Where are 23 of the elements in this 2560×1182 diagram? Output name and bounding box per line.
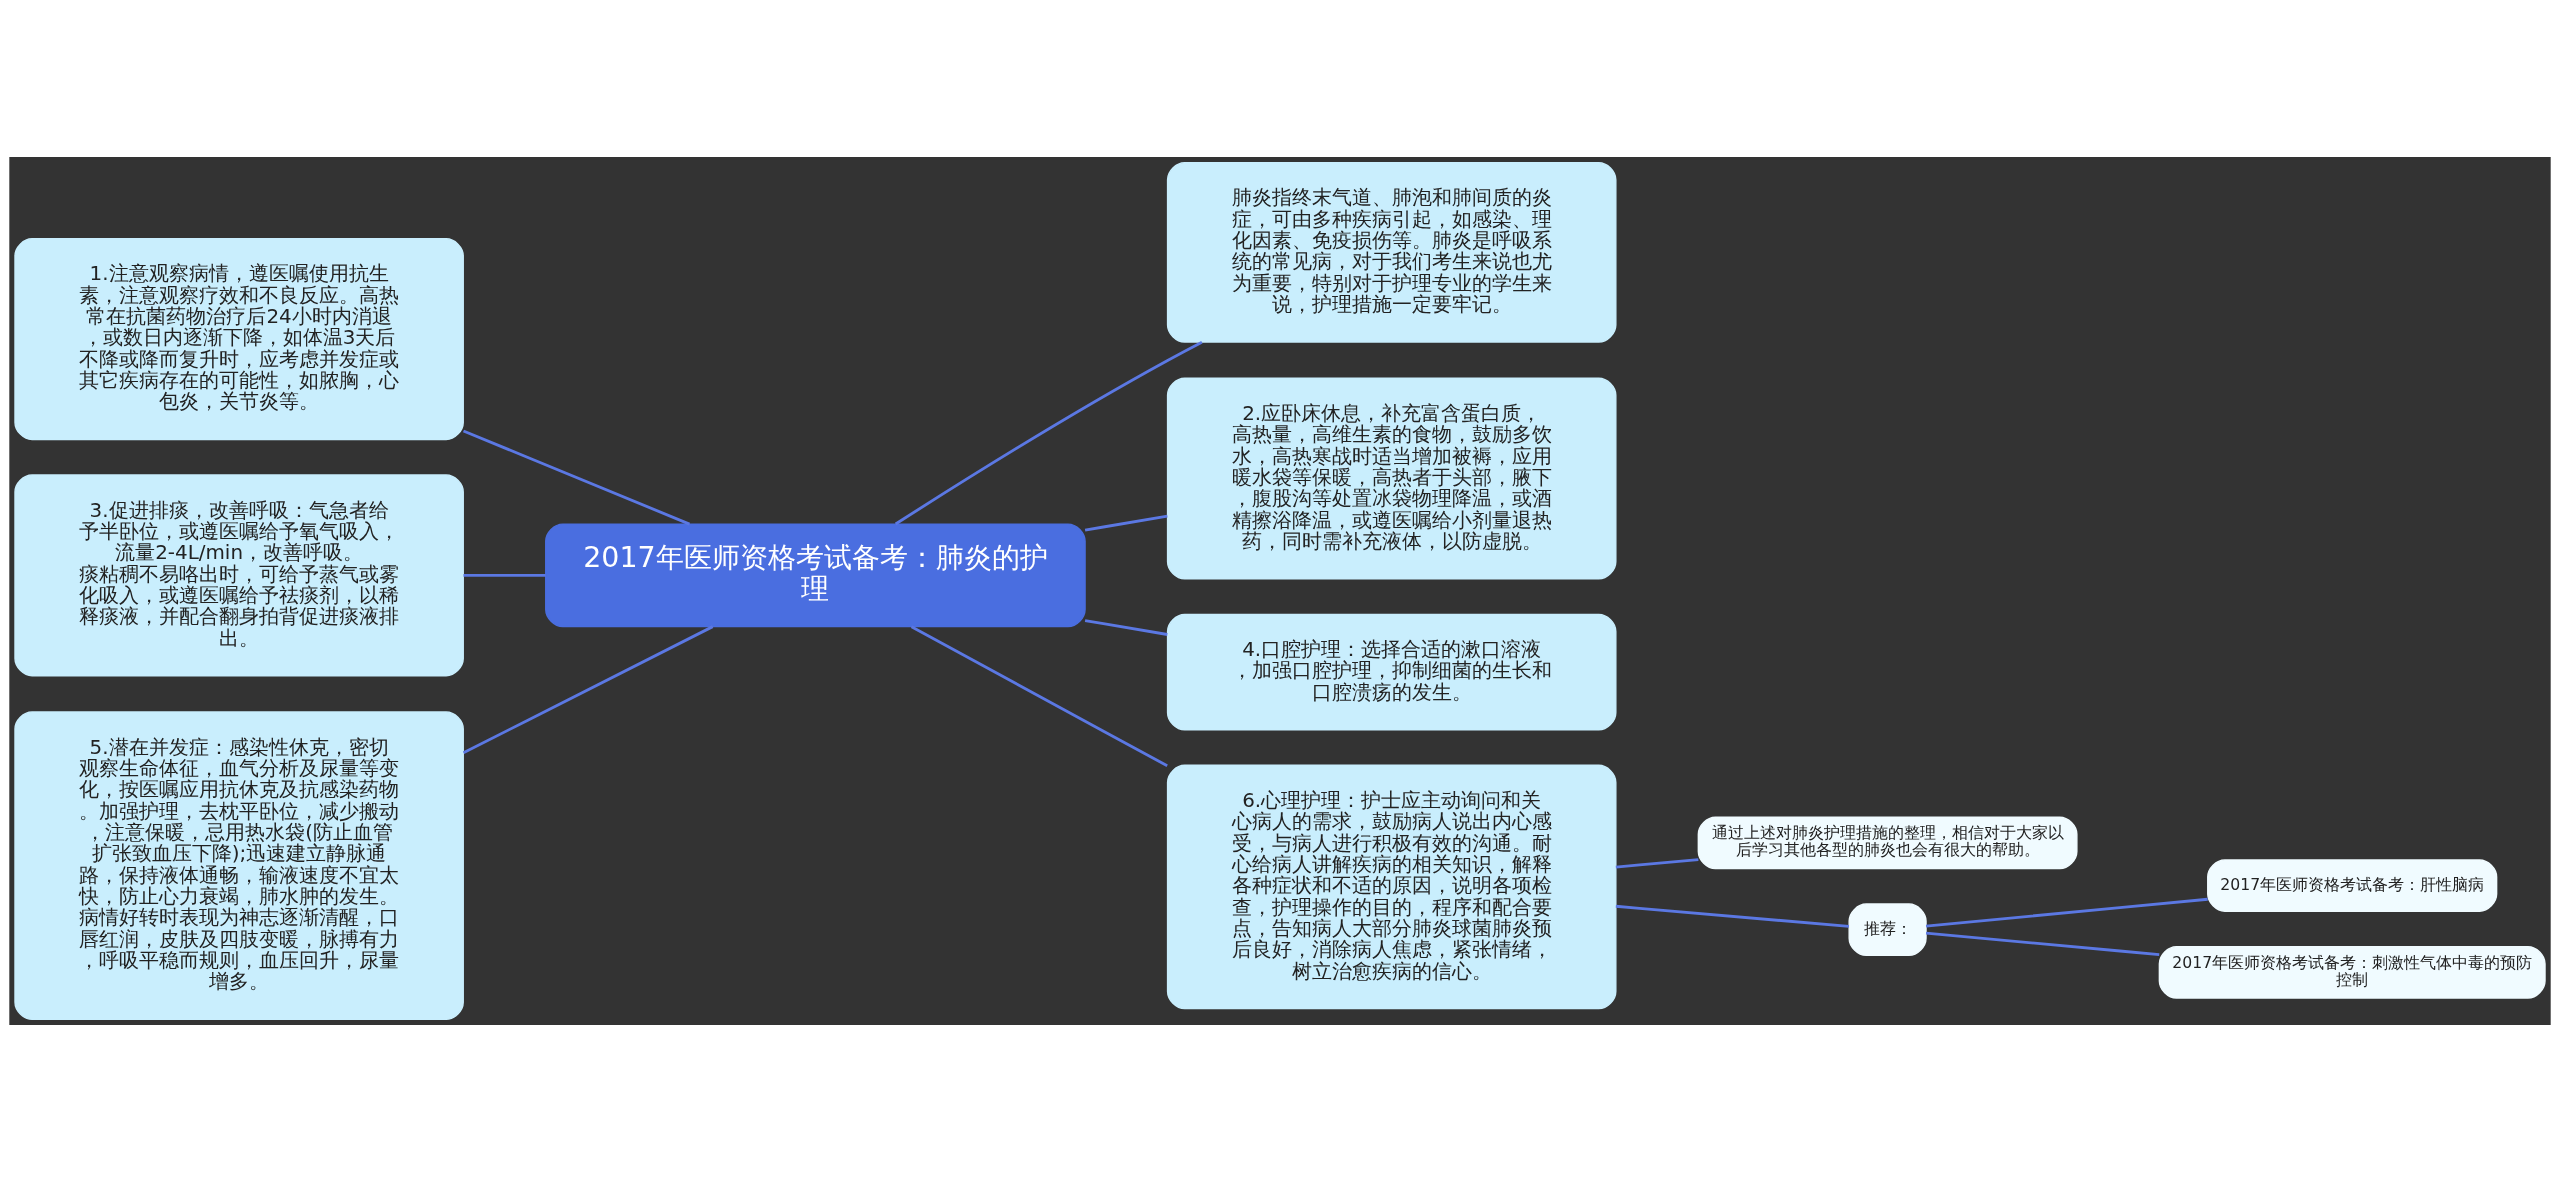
node-box: 3.促进排痰，改善呼吸：气急者给予半卧位，或遵医嘱给予氧气吸入，流量2-4L/min，改善呼吸。痰粘稠不易咯出时，可给予蒸气或雾化吸入，或遵医嘱给予祛痰剂，以稀释痰液，并配合翻身拍背促进痰液排出。 [14, 474, 464, 677]
connector [1925, 897, 2208, 928]
node-box: 肺炎指终末气道、肺泡和肺间质的炎症，可由多种疾病引起，如感染、理化因素、免疫损伤等。肺炎是呼吸系统的常见病，对于我们考生来说也尤为重要，特别对于护理专业的学生来说，护理措施一定要牢记。 [1166, 162, 1617, 343]
connector [894, 340, 1203, 526]
connector [462, 429, 691, 526]
node-box: 2017年医师资格考试备考：刺激性气体中毒的预防控制 [2158, 946, 2546, 999]
node-box: 2017年医师资格考试备考：肺炎的护理 [545, 523, 1086, 628]
connector [1084, 619, 1168, 636]
node-box: 4.口腔护理：选择合适的漱口溶液，加强口腔护理，抑制细菌的生长和口腔溃疡的发生。 [1166, 613, 1617, 731]
node-box: 推荐： [1848, 903, 1927, 956]
connector [1084, 514, 1168, 532]
node-box: 5.潜在并发症：感染性休克，密切观察生命体征，血气分析及尿量等变化，按医嘱应用抗休克及抗感染药物。加强护理，去枕平卧位，减少搬动，注意保暖，忌用热水袋(防止血管扩张致血压下降);迅速建立静脉通路，保持液体通畅，输液速度不宜太快，防止心力衰竭，肺水肿的发生。病情好转时表现为神志逐渐清醒，口唇红润，皮肤及四肢变暖，脉搏有力，呼吸平稳而规则，血压回升，尿量增多。 [14, 711, 464, 1020]
node-box: 1.注意观察病情，遵医嘱使用抗生素，注意观察疗效和不良反应。高热常在抗菌药物治疗后24小时内消退，或数日内逐渐下降，如体温3天后不降或降而复升时，应考虑并发症或其它疾病存在的可能性，如脓胸，心包炎，关节炎等。 [14, 238, 464, 441]
node-box: 2.应卧床休息，补充富含蛋白质，高热量，高维生素的食物，鼓励多饮水，高热寒战时适当增加被褥，应用暖水袋等保暖，高热者于头部，腋下，腹股沟等处置冰袋物理降温，或酒精擦浴降温，或遵医嘱给小剂量退热药，同时需补充液体，以防虚脱。 [1166, 377, 1617, 580]
connector [463, 573, 546, 577]
connector [910, 625, 1168, 767]
connector [1925, 931, 2160, 957]
connector [1615, 904, 1850, 928]
node-box: 6.心理护理：护士应主动询问和关心病人的需求，鼓励病人说出内心感受，与病人进行积极有效的沟通。耐心给病人讲解疾病的相关知识，解释各种症状和不适的原因，说明各项检查，护理操作的目的，程序和配合要点，告知病人大部分肺炎球菌肺炎预后良好，消除病人焦虑，紧张情绪，树立治愈疾病的信心。 [1166, 764, 1617, 1010]
connector [462, 625, 714, 755]
node-box: 通过上述对肺炎护理措施的整理，相信对于大家以后学习其他各型的肺炎也会有很大的帮助。 [1697, 816, 2078, 870]
node-box: 2017年医师资格考试备考：肝性脑病 [2207, 859, 2498, 912]
connector [1615, 858, 1699, 869]
